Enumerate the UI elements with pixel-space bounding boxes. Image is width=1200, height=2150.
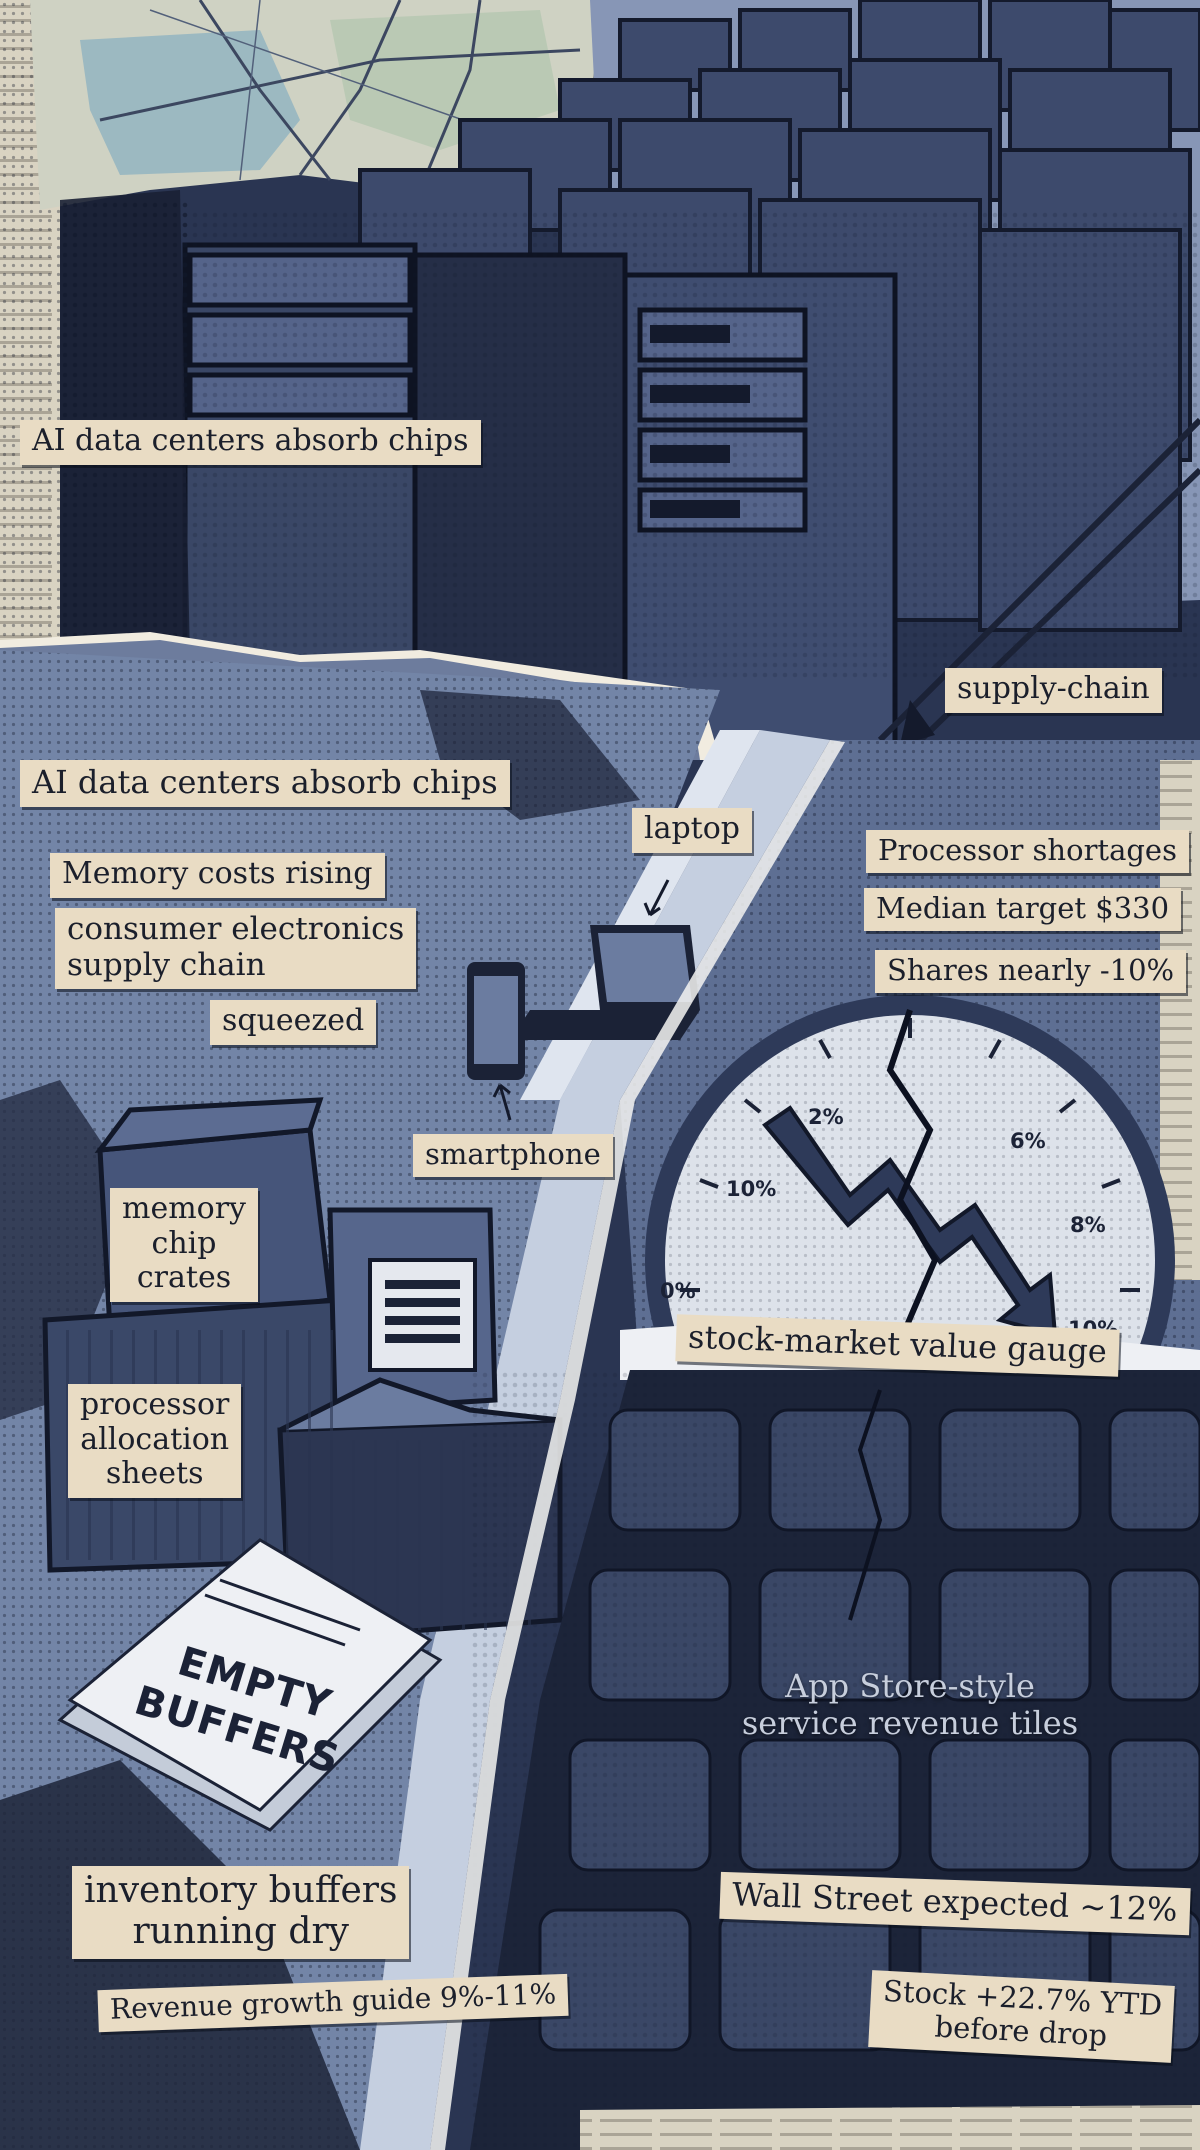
allocation-sheet-icon <box>368 1258 477 1372</box>
label-supply-chain: supply-chain <box>945 668 1162 713</box>
label-inventory-buffers: inventory buffers running dry <box>72 1866 410 1959</box>
empty-buffers-paper-icon: EMPTY BUFFERS <box>57 1538 443 1832</box>
label-service-tiles: App Store-style service revenue tiles <box>710 1668 1110 1742</box>
label-shares-down: Shares nearly -10% <box>875 950 1187 994</box>
label-ytd: Stock +22.7% YTD before drop <box>868 1970 1176 2063</box>
label-median-target: Median target $330 <box>864 888 1182 932</box>
map-fragment <box>30 0 600 210</box>
label-memory-costs: Memory costs rising <box>50 853 385 898</box>
label-allocation-sheets: processor allocation sheets <box>68 1384 242 1498</box>
gauge-tick-0: 0% <box>660 1279 696 1303</box>
label-alloc-l3: sheets <box>105 1456 204 1491</box>
label-tiles-l2: service revenue tiles <box>741 1703 1079 1742</box>
label-alloc-l2: allocation <box>80 1421 230 1457</box>
label-consumer-electronics: consumer electronics supply chain <box>55 908 417 990</box>
label-smartphone: smartphone <box>413 1134 613 1178</box>
label-inventory-l1: inventory buffers <box>84 1870 398 1911</box>
label-memory-chip-crates: memory chip crates <box>110 1188 258 1302</box>
label-consumer-line1: consumer electronics <box>67 911 405 947</box>
label-tiles-l1: App Store-style <box>785 1667 1035 1705</box>
label-processor-shortages: Processor shortages <box>866 830 1189 874</box>
gauge-tick-2: 2% <box>808 1105 844 1129</box>
label-memory-crates-l2: chip <box>151 1225 217 1261</box>
label-squeezed: squeezed <box>210 1000 377 1045</box>
label-inventory-l2: running dry <box>132 1911 349 1953</box>
smartphone-icon <box>467 962 525 1080</box>
label-alloc-l1: processor <box>80 1387 230 1422</box>
label-laptop: laptop <box>632 808 753 853</box>
label-consumer-line2: supply chain <box>67 946 266 983</box>
laptop-icon <box>510 925 700 1040</box>
gauge-tick-3: 6% <box>1010 1129 1046 1153</box>
label-memory-crates-l1: memory <box>122 1191 246 1226</box>
gauge-tick-1: 10% <box>726 1177 776 1201</box>
label-memory-crates-l3: crates <box>136 1260 232 1295</box>
label-ai-data-centers-top: AI data centers absorb chips <box>20 420 481 465</box>
label-ai-data-centers-mid: AI data centers absorb chips <box>20 760 510 807</box>
gauge-tick-4: 8% <box>1070 1213 1106 1237</box>
